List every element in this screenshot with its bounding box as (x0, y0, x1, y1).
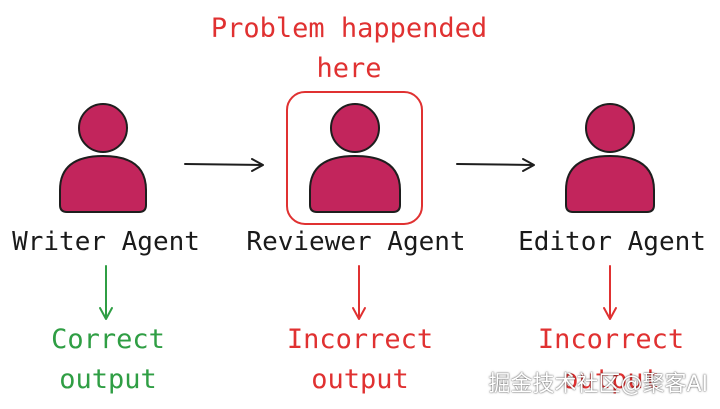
editor-output-line2: output (562, 364, 660, 395)
editor-agent-label: Editor Agent (518, 227, 706, 257)
arrow-reviewer-to-editor (456, 158, 535, 172)
writer-agent-label: Writer Agent (12, 227, 200, 257)
arrow-writer-to-reviewer (184, 158, 264, 172)
watermark: 掘金技术社区@聚客AI (488, 372, 708, 397)
reviewer-output-line1: Incorrect (286, 324, 434, 355)
reviewer-output-line2: output (311, 364, 409, 395)
reviewer-agent-icon (309, 103, 401, 213)
arrow-reviewer-output (352, 265, 366, 320)
arrow-writer-output (99, 265, 113, 320)
problem-annotation-line2: here (316, 53, 382, 84)
writer-agent-icon (59, 103, 147, 213)
editor-output-line1: Incorrect (537, 324, 685, 355)
arrow-editor-output (603, 265, 617, 320)
reviewer-agent-label: Reviewer Agent (246, 227, 466, 257)
writer-output-line2: output (59, 364, 157, 395)
writer-output-line1: Correct (51, 324, 165, 355)
problem-annotation-line1: Problem happended (210, 13, 488, 44)
editor-agent-icon (565, 103, 655, 213)
problem-highlight-box (286, 91, 423, 225)
